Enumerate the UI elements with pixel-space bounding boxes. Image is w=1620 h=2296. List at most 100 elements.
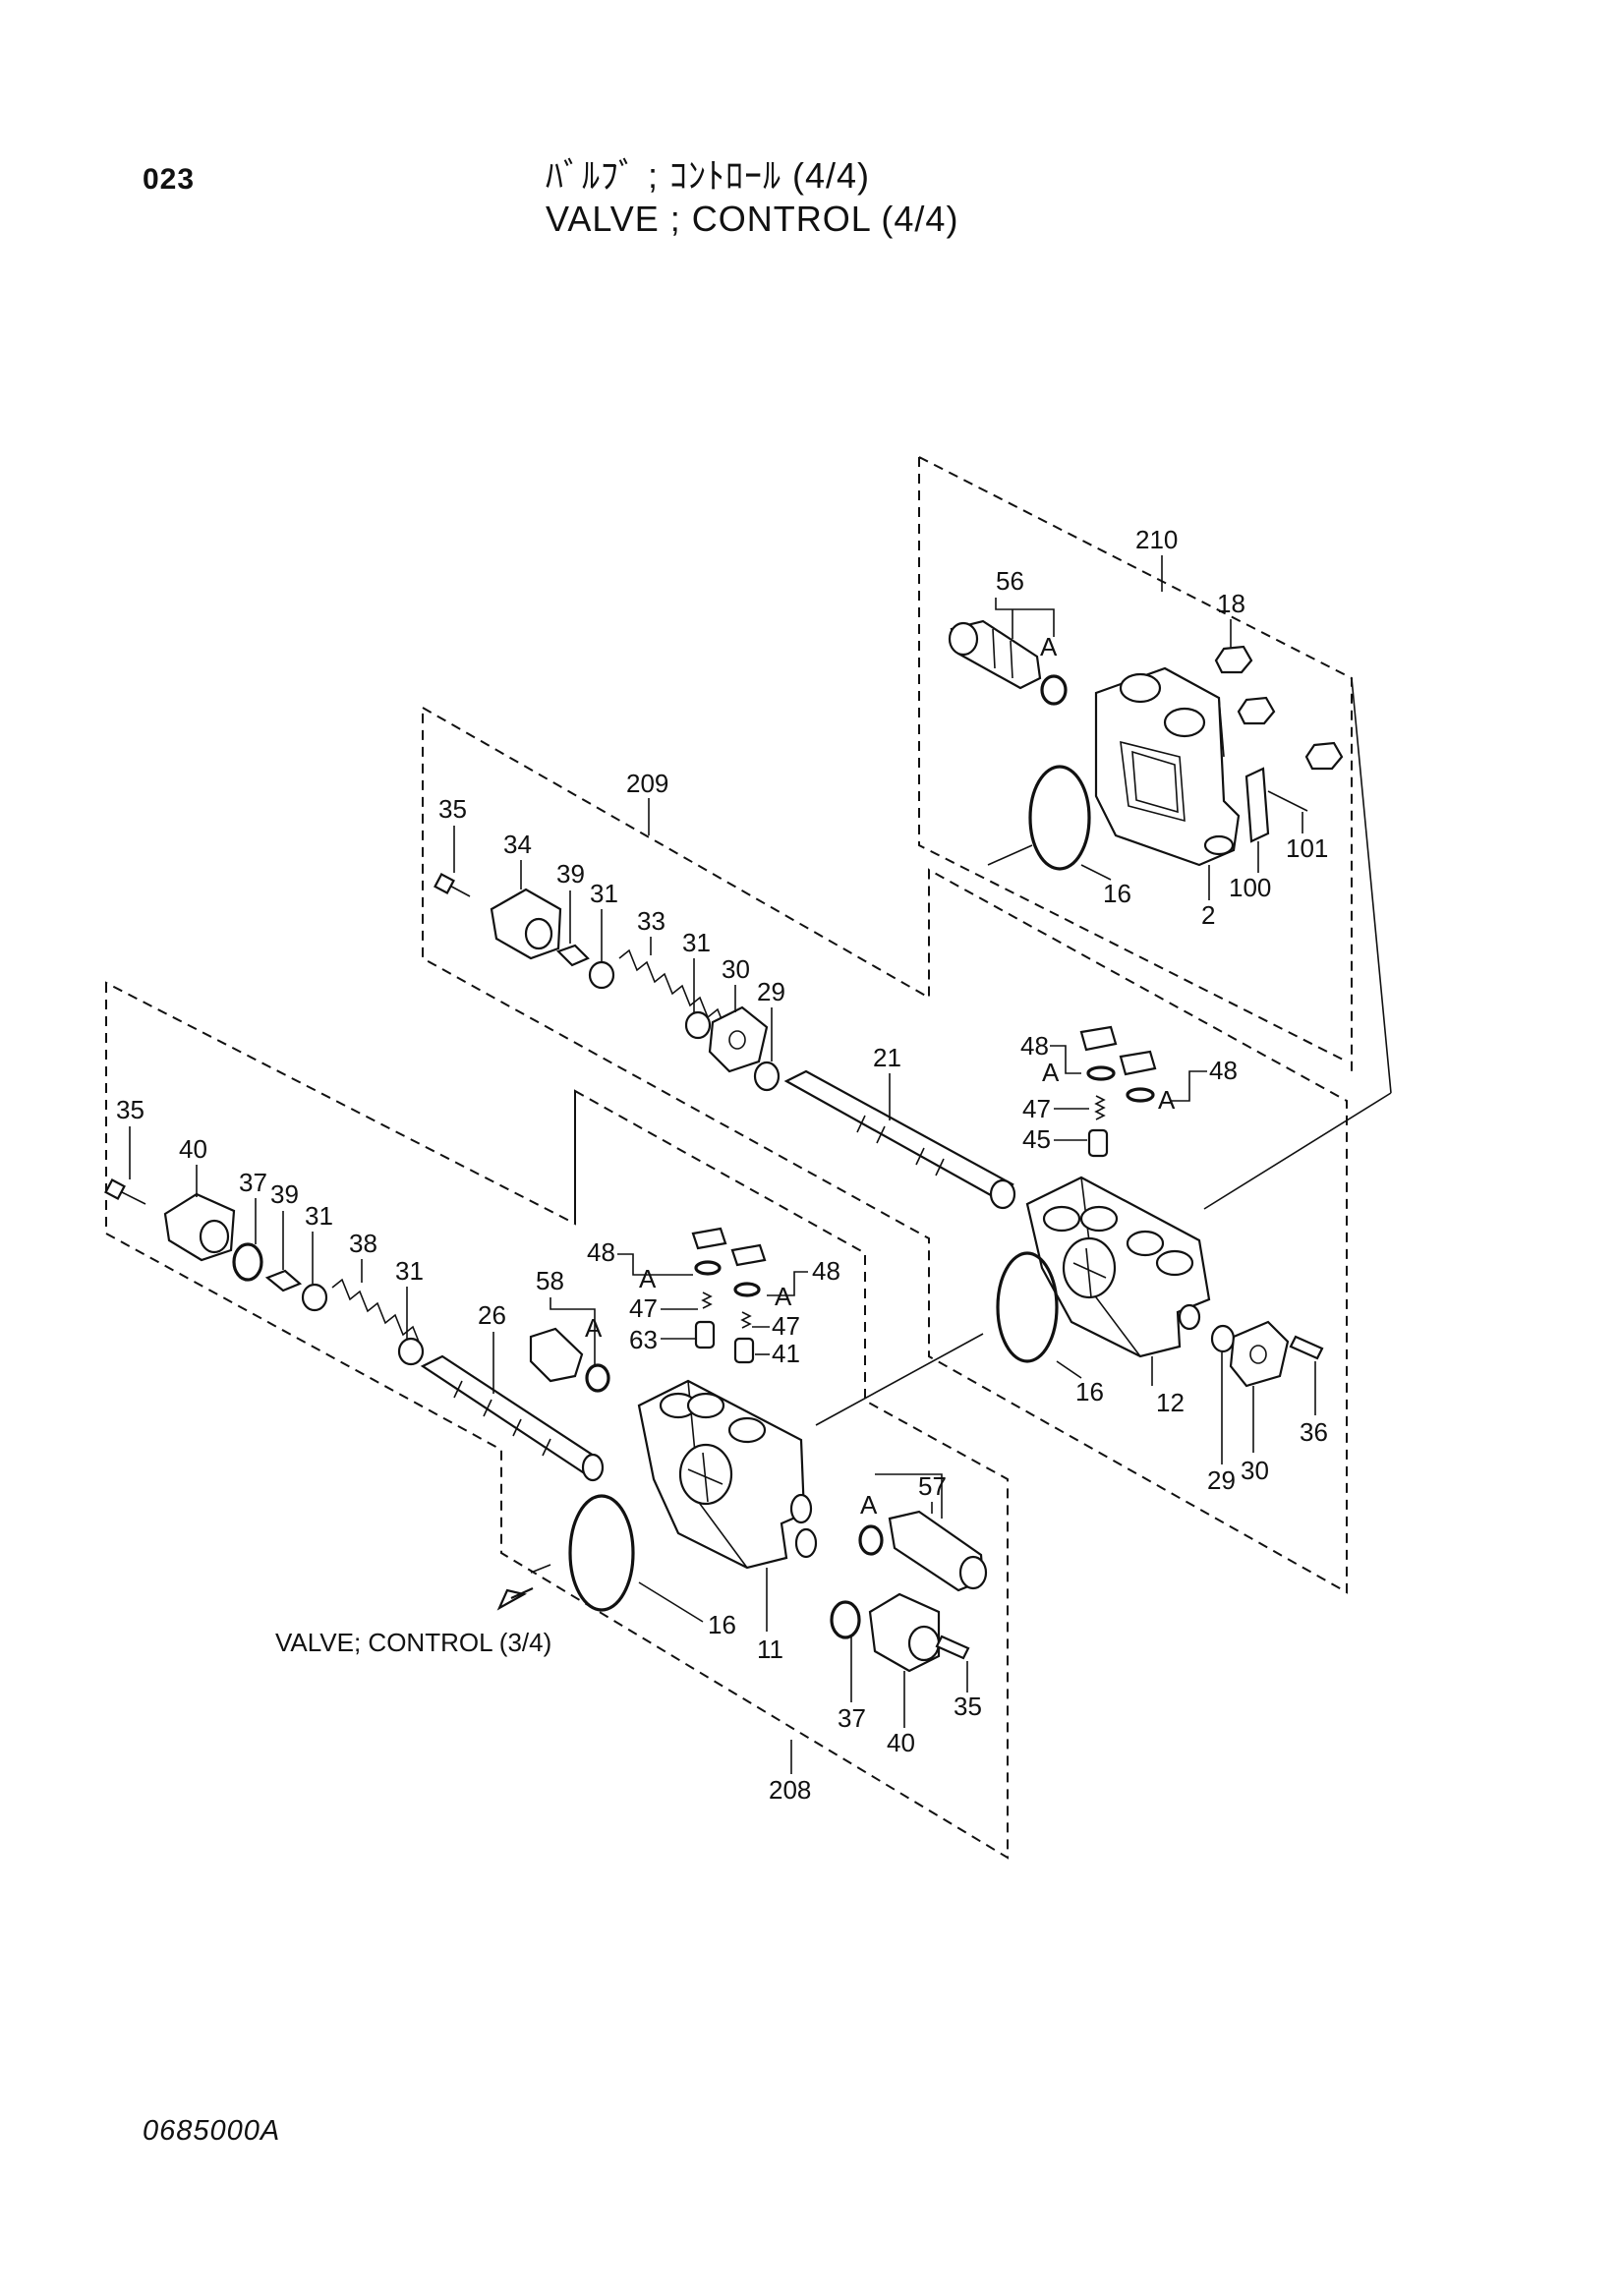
o-ring-a-210 <box>1040 674 1068 706</box>
callout-31b-209: 31 <box>682 928 711 957</box>
callout-63: 63 <box>629 1325 658 1354</box>
o-ring-37b <box>830 1600 861 1639</box>
o-ring-a1-209 <box>1086 1065 1116 1081</box>
callout-37a: 37 <box>239 1168 267 1197</box>
callout-16-208: 16 <box>708 1610 736 1639</box>
section-housing-12 <box>1025 1176 1211 1358</box>
callout-48b-209: 48 <box>1209 1056 1238 1085</box>
callout-29-209b: 29 <box>1207 1465 1236 1495</box>
spring-33 <box>618 948 726 1030</box>
title-english: VALVE ; CONTROL (4/4) <box>546 199 959 239</box>
callout-101: 101 <box>1286 833 1328 863</box>
o-ring-a2-209 <box>1126 1087 1155 1103</box>
o-ring-16-210 <box>1028 765 1091 871</box>
stopper-39-209 <box>555 944 590 967</box>
o-ring-a1-208 <box>694 1260 722 1276</box>
callout-210: 210 <box>1135 525 1178 554</box>
stopper-39-208 <box>264 1269 303 1292</box>
assembly-208-boundary <box>105 981 1009 1860</box>
poppet-63 <box>694 1320 716 1349</box>
plug-48b-209 <box>1119 1050 1157 1076</box>
screw-36 <box>1289 1335 1324 1360</box>
callout-a-210: A <box>1040 632 1058 661</box>
callout-31a-208: 31 <box>305 1201 333 1231</box>
connector-209-208 <box>815 1333 984 1426</box>
spool-26 <box>420 1354 605 1482</box>
callout-16-210: 16 <box>1103 879 1131 908</box>
callout-34: 34 <box>503 830 532 859</box>
callout-100: 100 <box>1229 873 1271 902</box>
callout-a-57: A <box>860 1490 878 1520</box>
plug-48a-209 <box>1079 1025 1118 1052</box>
callout-45-209: 45 <box>1022 1124 1051 1154</box>
callout-11: 11 <box>757 1635 783 1664</box>
spring-47b-208 <box>740 1311 752 1329</box>
hollow-arrow-left-down-icon <box>496 1586 534 1611</box>
nut-18b <box>1237 696 1276 725</box>
callout-31b-208: 31 <box>395 1256 424 1286</box>
relief-valve-56 <box>948 619 1042 690</box>
poppet-45-209 <box>1087 1128 1109 1158</box>
callout-a2-208: A <box>775 1282 792 1311</box>
callout-38: 38 <box>349 1229 377 1258</box>
callout-29-209: 29 <box>757 977 785 1006</box>
nut-18c <box>1304 741 1344 771</box>
callout-30-209b: 30 <box>1241 1456 1269 1485</box>
callout-58: 58 <box>536 1266 564 1295</box>
callout-37b: 37 <box>838 1703 866 1733</box>
callout-33: 33 <box>637 906 665 936</box>
nut-18a <box>1214 645 1253 674</box>
callout-12: 12 <box>1156 1388 1185 1417</box>
washer-29-209 <box>753 1061 781 1092</box>
callout-31a-209: 31 <box>590 879 618 908</box>
drawing-number: 0685000A <box>143 2115 281 2147</box>
callout-48a-208: 48 <box>587 1237 615 1267</box>
seat-31b-209 <box>684 1010 712 1040</box>
seat-31a-209 <box>588 960 615 990</box>
screw-101 <box>1267 790 1308 812</box>
seat-31a-208 <box>301 1283 328 1312</box>
screw-35b <box>935 1635 970 1660</box>
callout-16-209: 16 <box>1075 1377 1104 1406</box>
callout-21: 21 <box>873 1043 901 1072</box>
page-code: 023 <box>143 163 196 196</box>
plate-30-209b <box>1229 1320 1290 1388</box>
spring-47a-208 <box>701 1292 713 1309</box>
callout-47-209: 47 <box>1022 1094 1051 1123</box>
o-ring-a2-208 <box>733 1282 761 1297</box>
assembly-210: 210 56 A 18 101 <box>918 456 1353 1076</box>
callout-56: 56 <box>996 566 1024 596</box>
continuation-reference: VALVE; CONTROL (3/4) <box>275 1586 551 1657</box>
callout-35-209: 35 <box>438 794 467 824</box>
callout-40a: 40 <box>179 1134 207 1164</box>
screw-35a-208 <box>104 1178 146 1205</box>
callout-209: 209 <box>626 769 668 798</box>
section-housing-2 <box>1094 666 1241 867</box>
callout-a-58: A <box>585 1313 603 1343</box>
check-valve-58 <box>529 1327 584 1383</box>
title-japanese: ﾊﾞﾙﾌﾞ ; ｺﾝﾄﾛｰﾙ (4/4) <box>546 155 871 196</box>
o-ring-16-208 <box>568 1494 635 1612</box>
spring-47-209 <box>1094 1095 1106 1120</box>
connector-210-209 <box>1203 677 1392 1210</box>
washer-29-209b <box>1210 1324 1236 1353</box>
assembly-209-boundary <box>422 706 1348 1594</box>
plug-48b-208 <box>730 1243 767 1267</box>
plate-100 <box>1244 767 1270 843</box>
o-ring-37a <box>232 1242 263 1282</box>
callout-48b-208: 48 <box>812 1256 840 1286</box>
section-housing-11 <box>637 1379 818 1570</box>
callout-a1-208: A <box>639 1264 657 1293</box>
plate-30-209 <box>708 1005 769 1073</box>
assembly-209: 209 35 34 39 31 33 31 30 <box>422 706 1348 1594</box>
callout-35b: 35 <box>954 1692 982 1721</box>
callout-40b: 40 <box>887 1728 915 1757</box>
callout-18: 18 <box>1217 589 1245 618</box>
callout-48a-209: 48 <box>1020 1031 1049 1061</box>
continuation-label: VALVE; CONTROL (3/4) <box>275 1628 551 1657</box>
seat-31b-208 <box>397 1337 425 1366</box>
callout-39-208: 39 <box>270 1179 299 1209</box>
o-ring-a-57 <box>858 1524 884 1556</box>
callout-41: 41 <box>772 1339 800 1368</box>
